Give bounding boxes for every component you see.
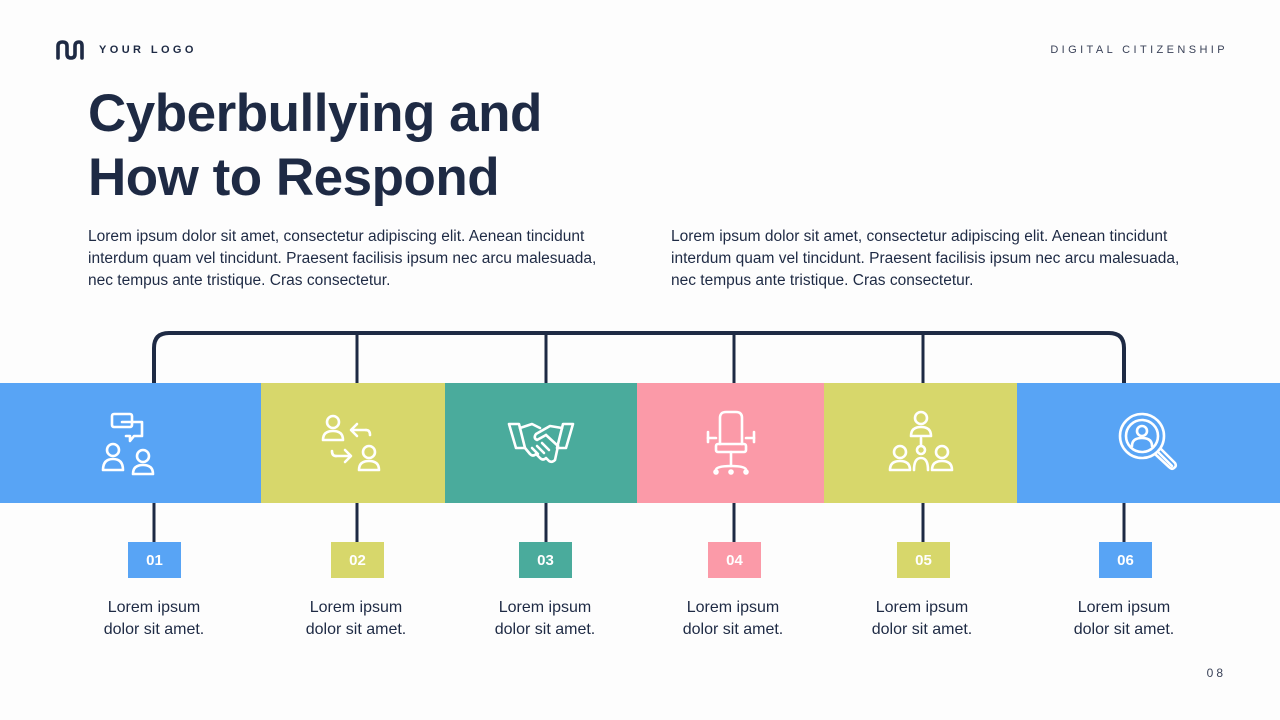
page-number: 08 <box>1206 666 1226 680</box>
step-caption-line-2: dolor sit amet. <box>103 621 205 638</box>
user-search-icon <box>1118 412 1177 471</box>
band-02 <box>261 383 445 503</box>
step-caption-06: Lorem ipsum dolor sit amet. <box>1044 597 1204 641</box>
handshake-icon <box>507 422 575 464</box>
step-caption-line-1: Lorem ipsum <box>498 599 592 616</box>
intro-paragraph-left: Lorem ipsum dolor sit amet, consectetur … <box>88 228 597 289</box>
step-caption-04: Lorem ipsum dolor sit amet. <box>653 597 813 641</box>
intro-paragraph-right: Lorem ipsum dolor sit amet, consectetur … <box>671 228 1180 289</box>
step-badge-03: 03 <box>519 542 572 578</box>
step-caption-05: Lorem ipsum dolor sit amet. <box>842 597 1002 641</box>
exchange-people-icon <box>321 414 381 472</box>
logo-text: YOUR LOGO <box>99 44 197 56</box>
step-caption-02: Lorem ipsum dolor sit amet. <box>276 597 436 641</box>
step-badge-04: 04 <box>708 542 761 578</box>
step-badge-06: 06 <box>1099 542 1152 578</box>
title-line-1: Cyberbullying and <box>88 84 542 143</box>
title-line-2: How to Respond <box>88 148 500 207</box>
step-caption-line-1: Lorem ipsum <box>107 599 201 616</box>
logo: YOUR LOGO <box>55 40 197 60</box>
topic-label: DIGITAL CITIZENSHIP <box>1050 44 1228 56</box>
page-title: Cyberbullying and How to Respond <box>88 82 648 210</box>
step-caption-line-1: Lorem ipsum <box>686 599 780 616</box>
step-badge-01: 01 <box>128 542 181 578</box>
band-03 <box>445 383 637 503</box>
step-caption-line-2: dolor sit amet. <box>494 621 596 638</box>
step-caption-line-2: dolor sit amet. <box>305 621 407 638</box>
step-caption-line-2: dolor sit amet. <box>871 621 973 638</box>
bracket-top-line <box>152 331 1126 383</box>
step-caption-01: Lorem ipsum dolor sit amet. <box>74 597 234 641</box>
step-badge-05: 05 <box>897 542 950 578</box>
step-caption-line-1: Lorem ipsum <box>875 599 969 616</box>
step-caption-line-1: Lorem ipsum <box>1077 599 1171 616</box>
office-chair-icon <box>706 410 755 475</box>
band-06 <box>1017 383 1280 503</box>
step-caption-line-1: Lorem ipsum <box>309 599 403 616</box>
team-hierarchy-icon <box>888 410 953 472</box>
band-04 <box>637 383 824 503</box>
step-caption-line-2: dolor sit amet. <box>682 621 784 638</box>
logo-mark-icon <box>56 40 84 60</box>
band-01 <box>0 383 261 503</box>
step-caption-03: Lorem ipsum dolor sit amet. <box>465 597 625 641</box>
step-caption-line-2: dolor sit amet. <box>1073 621 1175 638</box>
chat-people-icon <box>101 412 154 476</box>
step-badge-02: 02 <box>331 542 384 578</box>
band-05 <box>824 383 1017 503</box>
